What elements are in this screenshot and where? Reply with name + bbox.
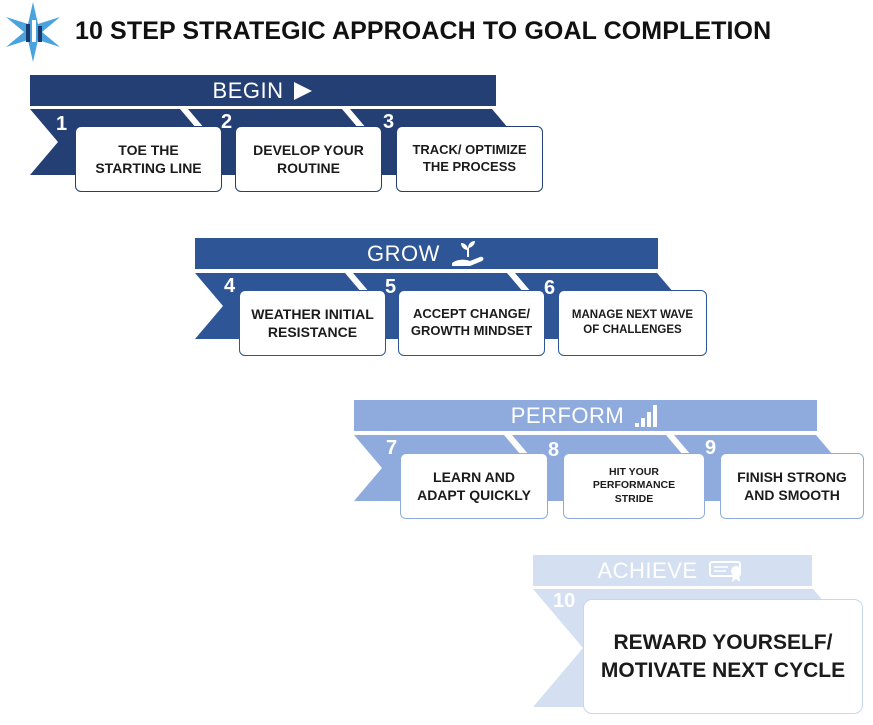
step-text-5: ACCEPT CHANGE/ GROWTH MINDSET bbox=[410, 306, 533, 338]
step-text-3: TRACK/ OPTIMIZE THE PROCESS bbox=[412, 142, 527, 174]
step-card-4: WEATHER INITIAL RESISTANCE bbox=[239, 290, 386, 356]
step-number-10: 10 bbox=[553, 590, 576, 612]
step-number-2: 2 bbox=[221, 111, 233, 133]
step-card-1: TOE THE STARTING LINE bbox=[75, 126, 222, 192]
phase-label-begin: BEGIN bbox=[212, 77, 284, 103]
step-text-7: LEARN AND ADAPT QUICKLY bbox=[417, 468, 531, 503]
step-card-2: DEVELOP YOUR ROUTINE bbox=[235, 126, 382, 192]
phase-header-perform: PERFORM bbox=[354, 400, 817, 431]
diploma-icon bbox=[708, 559, 748, 583]
signal-bars-icon bbox=[634, 404, 660, 428]
phase-label-grow: GROW bbox=[367, 240, 440, 266]
step-number-7: 7 bbox=[386, 437, 398, 459]
step-card-3: TRACK/ OPTIMIZE THE PROCESS bbox=[396, 126, 543, 192]
step-number-1: 1 bbox=[56, 113, 68, 135]
hand-plant-icon bbox=[450, 240, 486, 267]
step-number-5: 5 bbox=[385, 276, 397, 298]
step-text-1: TOE THE STARTING LINE bbox=[95, 141, 202, 176]
phase-header-begin: BEGIN bbox=[30, 75, 496, 106]
step-text-9: FINISH STRONG AND SMOOTH bbox=[737, 468, 847, 503]
step-number-9: 9 bbox=[705, 437, 717, 459]
phase-label-perform: PERFORM bbox=[510, 402, 625, 428]
step-card-9: FINISH STRONG AND SMOOTH bbox=[720, 453, 864, 519]
phase-header-achieve: ACHIEVE bbox=[533, 555, 812, 586]
play-arrow-icon bbox=[293, 81, 313, 100]
phase-label-achieve: ACHIEVE bbox=[597, 557, 698, 583]
step-text-6: MANAGE NEXT WAVE OF CHALLENGES bbox=[571, 309, 694, 336]
star-logo-icon bbox=[6, 2, 60, 62]
step-text-4: WEATHER INITIAL RESISTANCE bbox=[251, 305, 374, 340]
step-card-6: MANAGE NEXT WAVE OF CHALLENGES bbox=[558, 290, 707, 356]
step-number-8: 8 bbox=[548, 439, 560, 461]
step-number-6: 6 bbox=[544, 277, 556, 299]
step-number-4: 4 bbox=[224, 275, 236, 297]
phase-header-grow: GROW bbox=[195, 238, 658, 269]
step-text-10: REWARD YOURSELF/ MOTIVATE NEXT CYCLE bbox=[600, 631, 846, 682]
step-text-8: HIT YOUR PERFORMANCE STRIDE bbox=[592, 465, 676, 505]
step-card-5: ACCEPT CHANGE/ GROWTH MINDSET bbox=[398, 290, 545, 356]
step-card-10: REWARD YOURSELF/ MOTIVATE NEXT CYCLE bbox=[583, 599, 863, 714]
step-text-2: DEVELOP YOUR ROUTINE bbox=[253, 141, 364, 176]
step-card-7: LEARN AND ADAPT QUICKLY bbox=[400, 453, 548, 519]
step-card-8: HIT YOUR PERFORMANCE STRIDE bbox=[563, 453, 705, 519]
page-title: 10 STEP STRATEGIC APPROACH TO GOAL COMPL… bbox=[75, 17, 772, 45]
step-number-3: 3 bbox=[383, 111, 395, 133]
